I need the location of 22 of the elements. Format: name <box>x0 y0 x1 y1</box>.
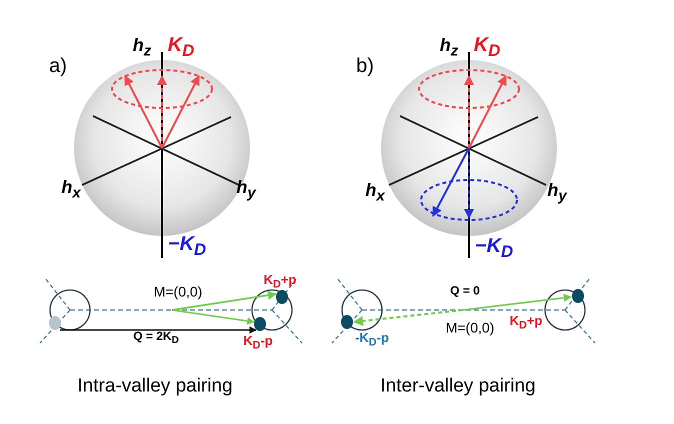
panel-label: b) <box>356 55 374 77</box>
vector-label: K$_{D}$ <box>168 34 194 60</box>
momentum-label: K$_{D}$-p <box>243 334 273 352</box>
axis-label: h$_{x}$ <box>61 178 81 202</box>
momentum-label: Q = 0 <box>450 284 480 298</box>
panel-label: a) <box>49 55 67 77</box>
axis-label: h$_{z}$ <box>132 36 152 60</box>
momentum-label: M=(0,0) <box>446 320 494 336</box>
panel-caption: Intra-valley pairing <box>77 376 233 398</box>
momentum-label: Q = 2K$_{D}$ <box>133 330 179 346</box>
vector-label: −K$_{D}$ <box>474 234 514 262</box>
panel-caption: Inter-valley pairing <box>380 376 536 398</box>
momentum-label: -K$_{D}$-p <box>355 330 389 350</box>
momentum-label: M=(0,0) <box>154 284 202 300</box>
momentum-label: K$_{D}$+p <box>264 272 296 292</box>
momentum-label: K$_{D}$+p <box>510 314 542 332</box>
vector-label: −K$_{D}$ <box>168 232 206 260</box>
axis-label: h$_{z}$ <box>440 36 458 60</box>
vector-label: K$_{D}$ <box>474 34 500 60</box>
axis-label: h$_{y}$ <box>547 180 567 206</box>
axis-label: h$_{x}$ <box>365 180 385 206</box>
axis-label: h$_{y}$ <box>236 178 256 202</box>
